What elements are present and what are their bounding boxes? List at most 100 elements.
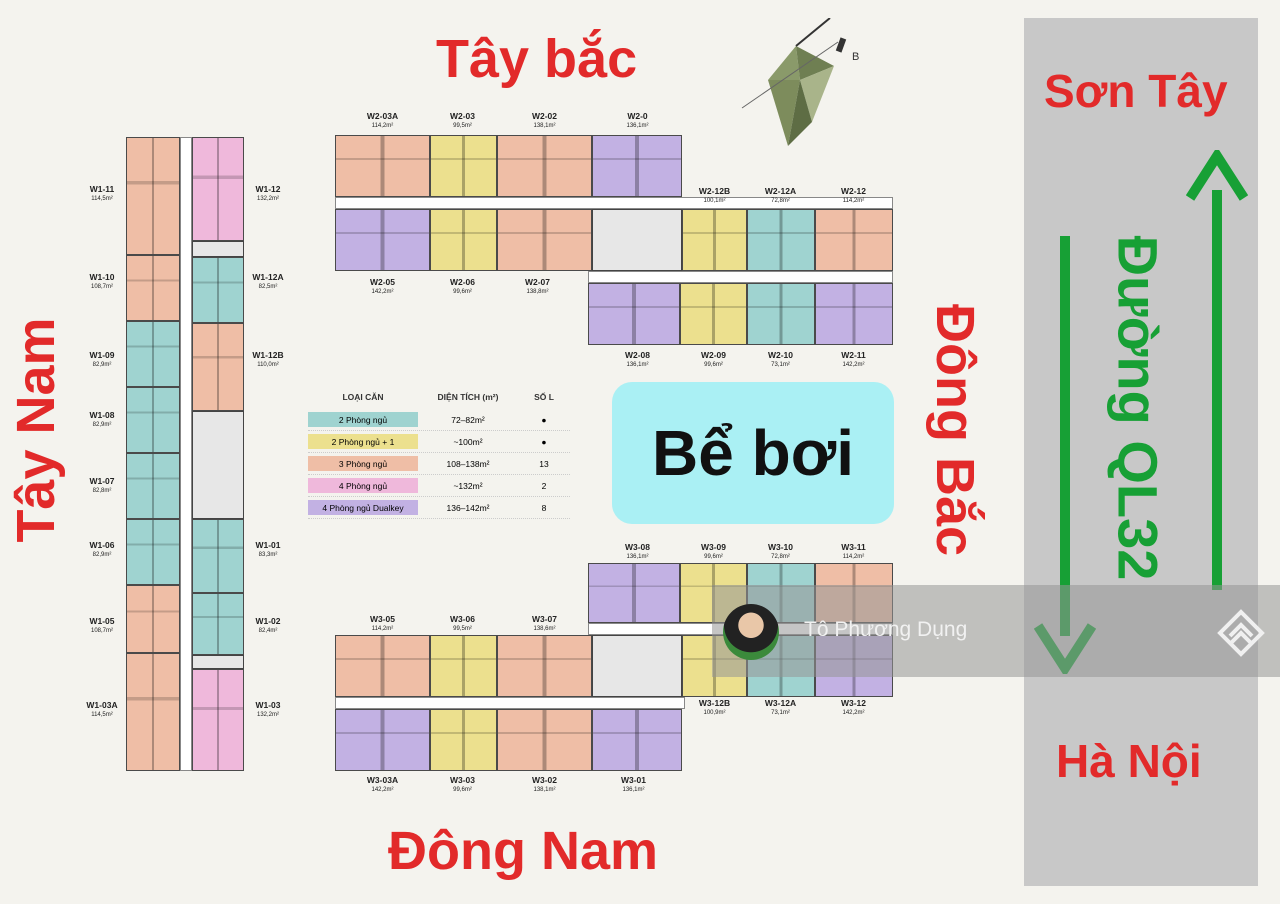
w1-core-top	[192, 241, 244, 257]
unit-W1-01[interactable]	[192, 519, 244, 593]
w3-core	[592, 635, 682, 697]
watermark-overlay	[712, 585, 1280, 677]
unit-W2-11[interactable]	[815, 283, 893, 345]
unit-W2-08[interactable]	[588, 283, 680, 345]
legend-row: 4 Phòng ngủ Dualkey 136–142m² 8	[308, 497, 570, 519]
watermark-logo-icon	[1217, 609, 1265, 657]
unit-W2-12A[interactable]	[747, 209, 815, 271]
direction-southwest: Tây Nam	[6, 317, 66, 543]
unit-W3-03[interactable]	[430, 709, 497, 771]
unit-W1-09[interactable]	[126, 321, 180, 387]
compass-letter: B	[852, 51, 859, 63]
unit-W3-08[interactable]	[588, 563, 680, 623]
unit-W1-12B[interactable]	[192, 323, 244, 411]
direction-northwest: Tây bắc	[436, 29, 638, 89]
road-arrow-down-shaft	[1060, 236, 1070, 636]
legend-row: 2 Phòng ngủ + 1 ~100m² ●	[308, 431, 570, 453]
road-arrow-up-shaft	[1212, 190, 1222, 590]
unit-W1-10[interactable]	[126, 255, 180, 321]
unit-W2-10[interactable]	[747, 283, 815, 345]
city-top-label: Sơn Tây	[1044, 65, 1228, 117]
unit-W2-06[interactable]	[430, 209, 497, 271]
unit-W1-06[interactable]	[126, 519, 180, 585]
direction-northeast: Đông Bắc	[925, 303, 985, 557]
unit-W3-01[interactable]	[592, 709, 682, 771]
unit-W2-12[interactable]	[815, 209, 893, 271]
compass-icon: B	[741, 18, 859, 146]
unit-W1-03[interactable]	[192, 669, 244, 771]
unit-W2-03A[interactable]	[335, 135, 430, 197]
pool-label: Bể bơi	[652, 417, 854, 489]
unit-W1-08[interactable]	[126, 387, 180, 453]
unit-W2-12B[interactable]	[682, 209, 747, 271]
unit-W3-03A[interactable]	[335, 709, 430, 771]
unit-W3-02[interactable]	[497, 709, 592, 771]
legend-row: 3 Phòng ngủ 108–138m² 13	[308, 453, 570, 475]
unit-W2-03[interactable]	[430, 135, 497, 197]
unit-W1-05[interactable]	[126, 585, 180, 653]
w3-corridor-bottom	[335, 697, 685, 709]
unit-W1-11[interactable]	[126, 137, 180, 255]
city-bottom-label: Hà Nội	[1056, 735, 1202, 787]
watermark-name: Tô Phương Dụng	[804, 618, 968, 641]
unit-W2-02[interactable]	[497, 135, 592, 197]
arrow-up-icon	[1186, 150, 1248, 201]
unit-W3-05[interactable]	[335, 635, 430, 697]
unit-W3-06[interactable]	[430, 635, 497, 697]
legend-row: 2 Phòng ngủ 72–82m² ●	[308, 409, 570, 431]
unit-W1-03A[interactable]	[126, 653, 180, 771]
unit-W2-01[interactable]	[592, 135, 682, 197]
direction-southeast: Đông Nam	[388, 821, 658, 881]
unit-W3-07[interactable]	[497, 635, 592, 697]
unit-W1-07[interactable]	[126, 453, 180, 519]
unit-W1-02[interactable]	[192, 593, 244, 655]
unit-W1-12[interactable]	[192, 137, 244, 241]
w2-core	[592, 209, 682, 271]
watermark-avatar	[723, 604, 779, 660]
unit-W2-05[interactable]	[335, 209, 430, 271]
road-name: Đường QL32	[1106, 235, 1170, 581]
unit-W2-07[interactable]	[497, 209, 592, 271]
unit-W2-09[interactable]	[680, 283, 747, 345]
legend-row: 4 Phòng ngủ ~132m² 2	[308, 475, 570, 497]
unit-W1-12A[interactable]	[192, 257, 244, 323]
w1-core-bottom	[192, 655, 244, 669]
w2-corridor-top	[335, 197, 893, 209]
w2-corridor-bottom	[588, 271, 893, 283]
legend-table: LOẠI CĂN DIỆN TÍCH (m²) SỐ L 2 Phòng ngủ…	[308, 385, 570, 519]
pool-area: Bể bơi	[612, 382, 894, 524]
